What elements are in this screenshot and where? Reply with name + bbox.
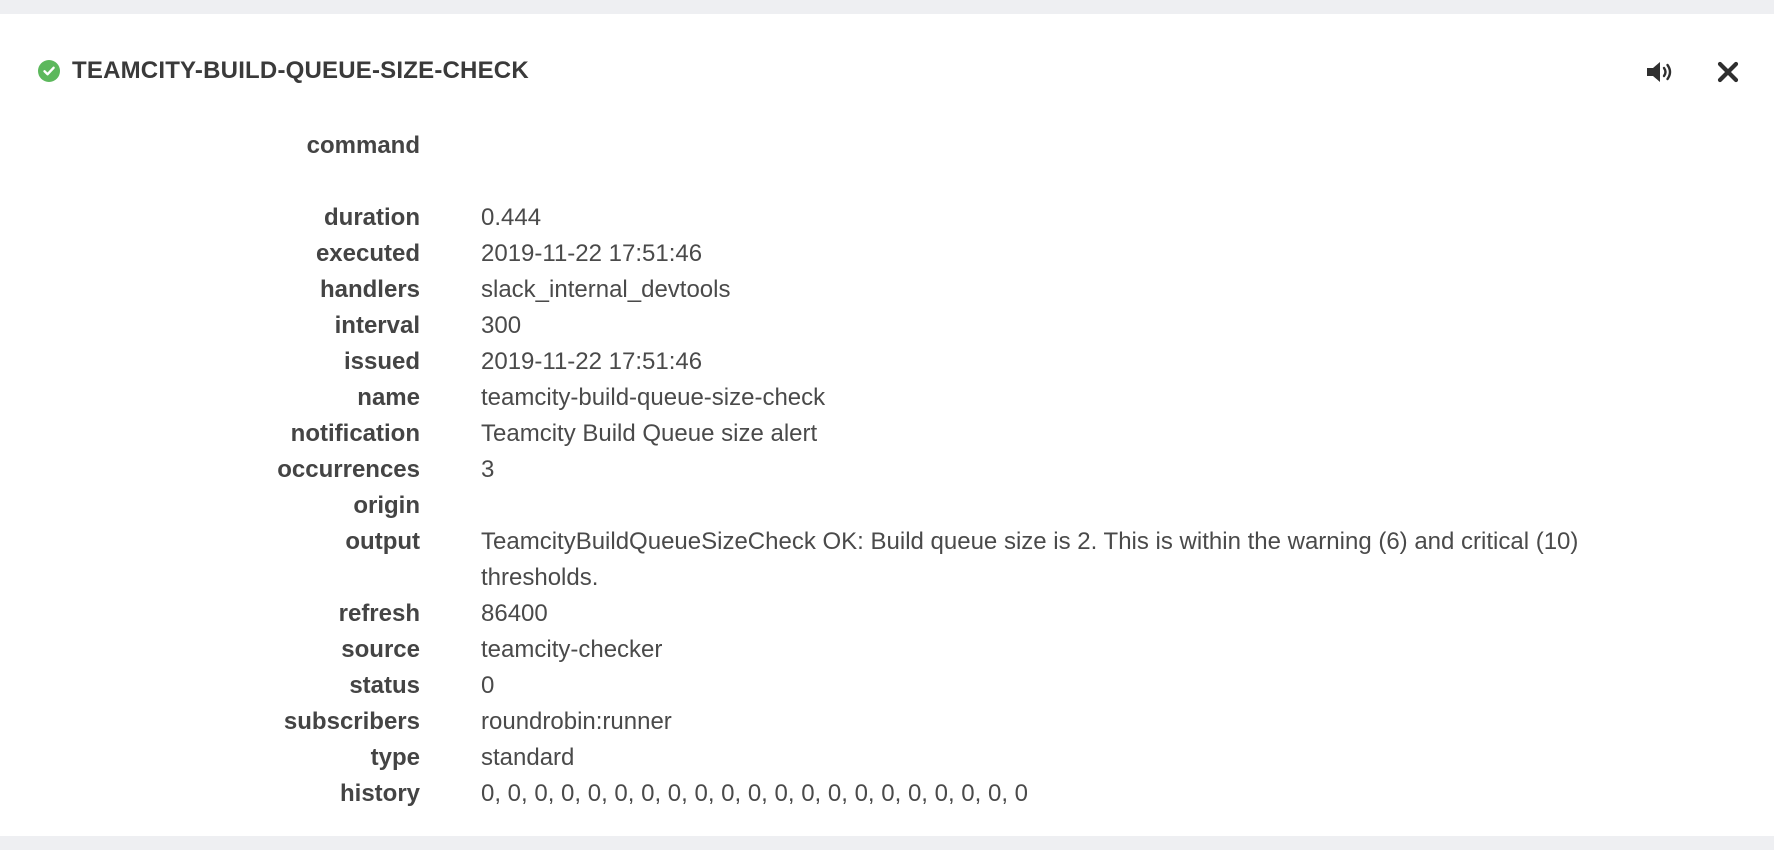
field-label: duration [324,204,420,231]
field-value: 3 [481,456,495,483]
field-row-notification: notification Teamcity Build Queue size a… [0,416,1774,452]
field-label: occurrences [277,456,420,483]
field-value: 0, 0, 0, 0, 0, 0, 0, 0, 0, 0, 0, 0, 0, 0… [481,780,1029,807]
field-label: handlers [319,276,420,303]
field-value: 0 [481,672,495,699]
field-value [481,128,1661,200]
field-label: origin [353,492,420,519]
field-row-name: name teamcity-build-queue-size-check [0,380,1774,416]
field-row-history: history 0, 0, 0, 0, 0, 0, 0, 0, 0, 0, 0,… [0,776,1774,812]
field-row-duration: duration 0.444 [0,200,1774,236]
field-row-command: command [0,128,1774,200]
check-header: TEAMCITY-BUILD-QUEUE-SIZE-CHECK [38,56,529,86]
field-value [481,488,1661,524]
close-icon [1716,60,1740,89]
field-value: 2019-11-22 17:51:46 [481,348,703,375]
silence-button[interactable] [1644,58,1676,90]
check-title: TEAMCITY-BUILD-QUEUE-SIZE-CHECK [72,57,529,84]
check-detail-panel: TEAMCITY-BUILD-QUEUE-SIZE-CHECK command [0,14,1774,836]
check-details: command duration 0.444 executed 2019-11-… [0,128,1774,812]
header-actions [1644,58,1744,90]
field-label: source [341,636,420,663]
field-label: output [345,528,420,555]
field-row-executed: executed 2019-11-22 17:51:46 [0,236,1774,272]
field-row-output: output TeamcityBuildQueueSizeCheck OK: B… [0,524,1774,596]
field-row-interval: interval 300 [0,308,1774,344]
volume-icon [1644,58,1676,91]
field-row-origin: origin [0,488,1774,524]
field-label: name [357,384,420,411]
field-value: slack_internal_devtools [481,276,731,303]
field-label: subscribers [283,708,420,735]
field-row-subscribers: subscribers roundrobin:runner [0,704,1774,740]
field-row-refresh: refresh 86400 [0,596,1774,632]
field-row-handlers: handlers slack_internal_devtools [0,272,1774,308]
field-label: command [306,132,420,159]
field-value: TeamcityBuildQueueSizeCheck OK: Build qu… [481,528,1579,591]
field-label: executed [315,240,420,267]
check-circle-icon [38,60,60,82]
field-value: Teamcity Build Queue size alert [481,420,818,447]
field-value: 0.444 [481,204,542,231]
field-value: roundrobin:runner [481,708,672,735]
field-label: refresh [338,600,420,627]
field-row-type: type standard [0,740,1774,776]
field-label: issued [343,348,420,375]
field-label: type [370,744,420,771]
field-row-issued: issued 2019-11-22 17:51:46 [0,344,1774,380]
field-row-status: status 0 [0,668,1774,704]
field-label: history [339,780,420,807]
field-value: standard [481,744,575,771]
field-label: status [349,672,420,699]
field-row-source: source teamcity-checker [0,632,1774,668]
field-value: 300 [481,312,522,339]
field-row-occurrences: occurrences 3 [0,452,1774,488]
close-button[interactable] [1712,58,1744,90]
field-value: teamcity-build-queue-size-check [481,384,826,411]
field-label: interval [334,312,420,339]
field-label: notification [290,420,420,447]
field-value: 86400 [481,600,548,627]
field-value: 2019-11-22 17:51:46 [481,240,703,267]
field-value: teamcity-checker [481,636,663,663]
